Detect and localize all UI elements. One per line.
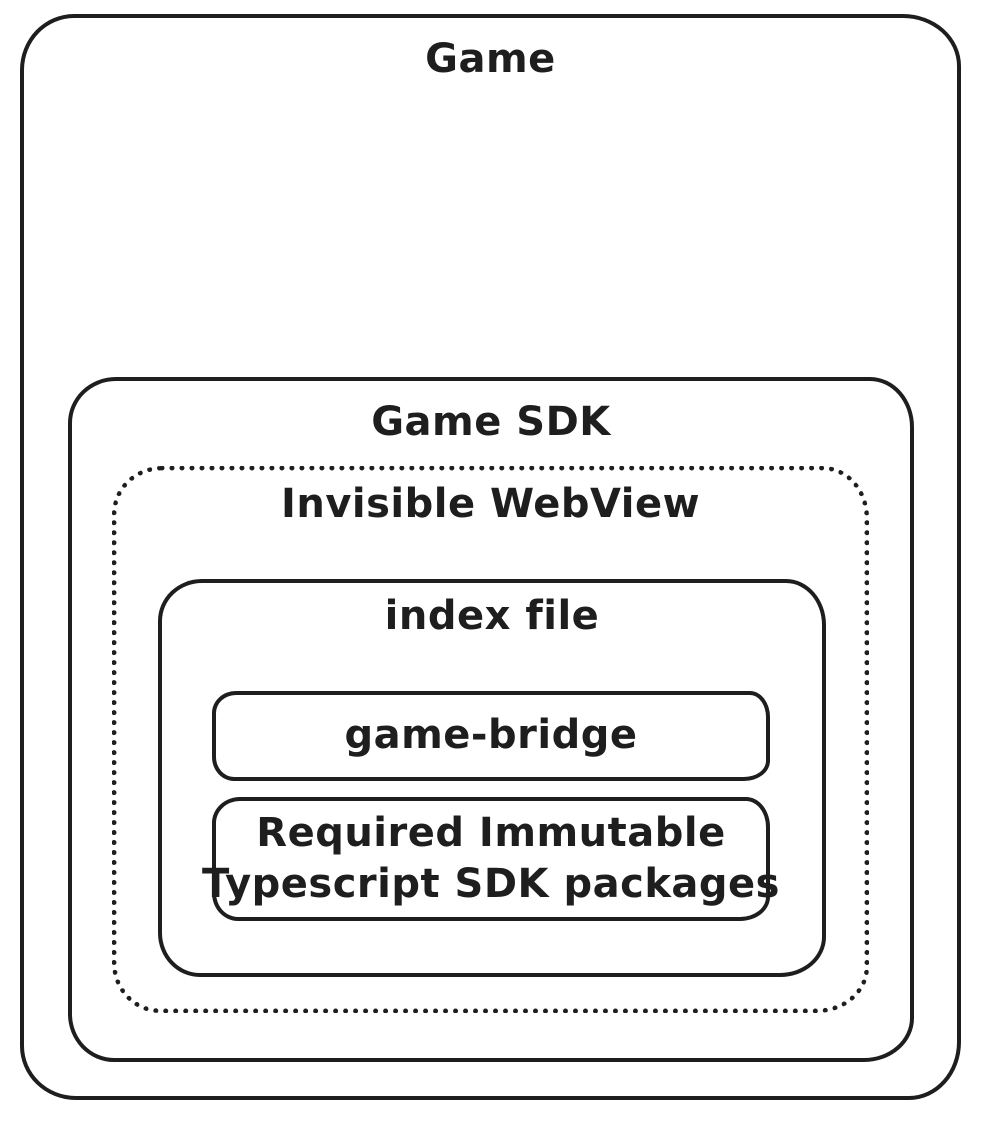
node-sdk-packages-label-line1: Required Immutable (256, 809, 726, 856)
node-sdk-packages: Required Immutable Typescript SDK packag… (202, 797, 779, 921)
node-game-bridge: game-bridge (212, 691, 770, 781)
node-game-bridge-label: game-bridge (344, 712, 638, 759)
node-game-sdk-label: Game SDK (371, 399, 611, 445)
node-invisible-webview: Invisible WebView index file game-bridge… (112, 466, 869, 1013)
node-invisible-webview-label: Invisible WebView (280, 481, 701, 527)
node-game-sdk: Game SDK Invisible WebView index file ga… (68, 377, 914, 1062)
node-index-file: index file game-bridge Required Immutabl… (158, 579, 826, 977)
node-game: Game Game SDK Invisible WebView index fi… (20, 14, 961, 1100)
node-game-label: Game (425, 36, 556, 82)
node-index-file-label: index file (384, 593, 600, 639)
node-sdk-packages-label-line2: Typescript SDK packages (202, 861, 780, 907)
